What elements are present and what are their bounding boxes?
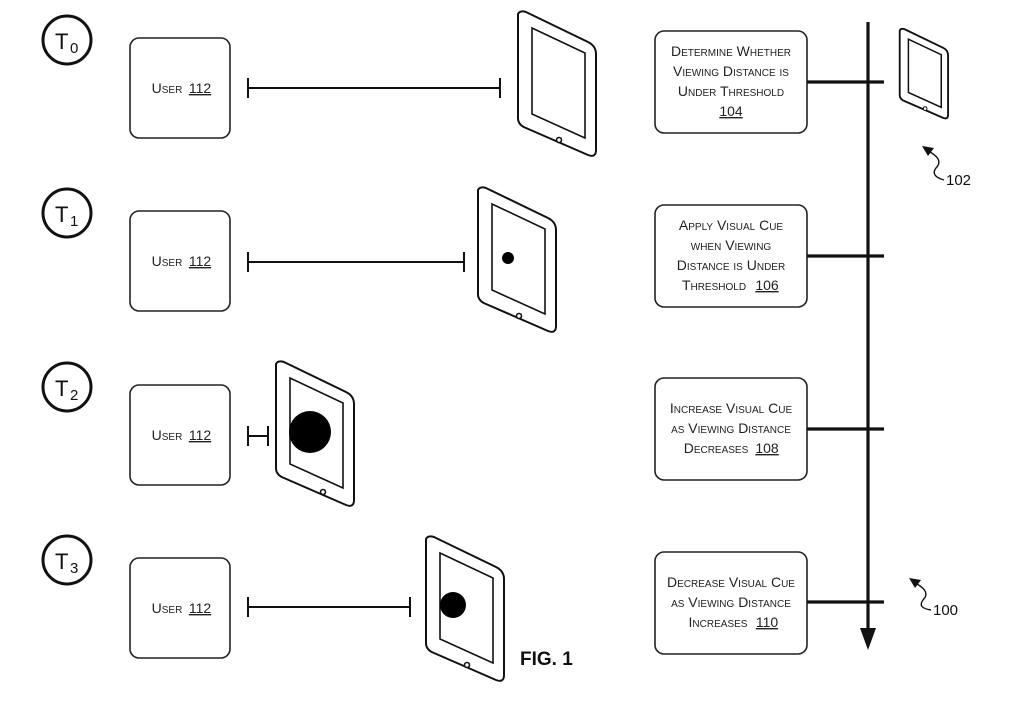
- process-step-106: Apply Visual Cue when Viewing Distance i…: [654, 204, 884, 308]
- step-line: Threshold: [682, 277, 746, 293]
- step-line: as Viewing Distance: [671, 420, 791, 436]
- step-line: Determine Whether: [671, 43, 791, 59]
- step-line: Decrease Visual Cue: [667, 574, 795, 590]
- process-step-104: Determine Whether Viewing Distance is Un…: [654, 30, 884, 134]
- reference-pointer-100: 100: [909, 578, 958, 619]
- time-step-t0: T 0: [41, 14, 93, 66]
- tablet-device-t2: [275, 360, 355, 507]
- step-line: Increases: [689, 614, 748, 630]
- step-ref: 104: [719, 103, 743, 119]
- time-subscript: 3: [70, 560, 78, 577]
- step-line: Apply Visual Cue: [679, 217, 784, 233]
- distance-line-t3: [247, 597, 411, 617]
- figure-label: FIG. 1: [520, 649, 573, 670]
- time-subscript: 2: [70, 387, 78, 404]
- distance-line-t0: [247, 78, 501, 98]
- time-subscript: 0: [70, 40, 78, 57]
- step-ref: 110: [756, 614, 779, 630]
- step-line: Under Threshold: [678, 83, 784, 99]
- time-letter: T: [55, 376, 68, 401]
- process-step-110: Decrease Visual Cue as Viewing Distance …: [654, 551, 884, 655]
- step-line: as Viewing Distance: [671, 594, 791, 610]
- step-ref: 106: [755, 277, 779, 293]
- step-line: Viewing Distance is: [673, 63, 789, 79]
- user-ref: 112: [189, 427, 212, 443]
- process-timeline-arrow: [860, 22, 876, 650]
- user-ref: 112: [189, 253, 212, 269]
- time-step-t3: T 3: [41, 534, 93, 586]
- step-line: Distance is Under: [677, 257, 785, 273]
- reference-label-100: 100: [933, 602, 958, 619]
- device-102: [898, 27, 950, 120]
- process-step-108: Increase Visual Cue as Viewing Distance …: [654, 377, 884, 481]
- visual-cue-dot: [502, 252, 514, 264]
- distance-line-t2: [247, 426, 269, 446]
- user-label: User: [152, 600, 183, 616]
- user-ref: 112: [189, 600, 212, 616]
- user-label: User: [152, 80, 183, 96]
- step-line: when Viewing: [691, 237, 772, 253]
- user-ref: 112: [189, 80, 212, 96]
- user-box-t1: User 112: [129, 210, 231, 312]
- time-letter: T: [55, 29, 68, 54]
- time-subscript: 1: [70, 213, 78, 230]
- time-letter: T: [55, 202, 68, 227]
- visual-cue-dot: [440, 592, 466, 618]
- time-step-t2: T 2: [41, 361, 93, 413]
- time-step-t1: T 1: [41, 187, 93, 239]
- tablet-device-t0: [517, 10, 597, 157]
- user-box-t3: User 112: [129, 557, 231, 659]
- user-box-t0: User 112: [129, 37, 231, 139]
- reference-label-102: 102: [946, 172, 971, 189]
- visual-cue-dot: [289, 411, 331, 453]
- step-line: Increase Visual Cue: [670, 400, 793, 416]
- tablet-device-t1: [477, 186, 557, 333]
- reference-pointer-102: 102: [922, 146, 971, 189]
- user-label: User: [152, 253, 183, 269]
- step-ref: 108: [755, 440, 779, 456]
- user-box-t2: User 112: [129, 384, 231, 486]
- user-label: User: [152, 427, 183, 443]
- time-letter: T: [55, 549, 68, 574]
- tablet-device-t3: [425, 535, 505, 682]
- distance-line-t1: [247, 252, 465, 272]
- step-line: Decreases: [684, 440, 749, 456]
